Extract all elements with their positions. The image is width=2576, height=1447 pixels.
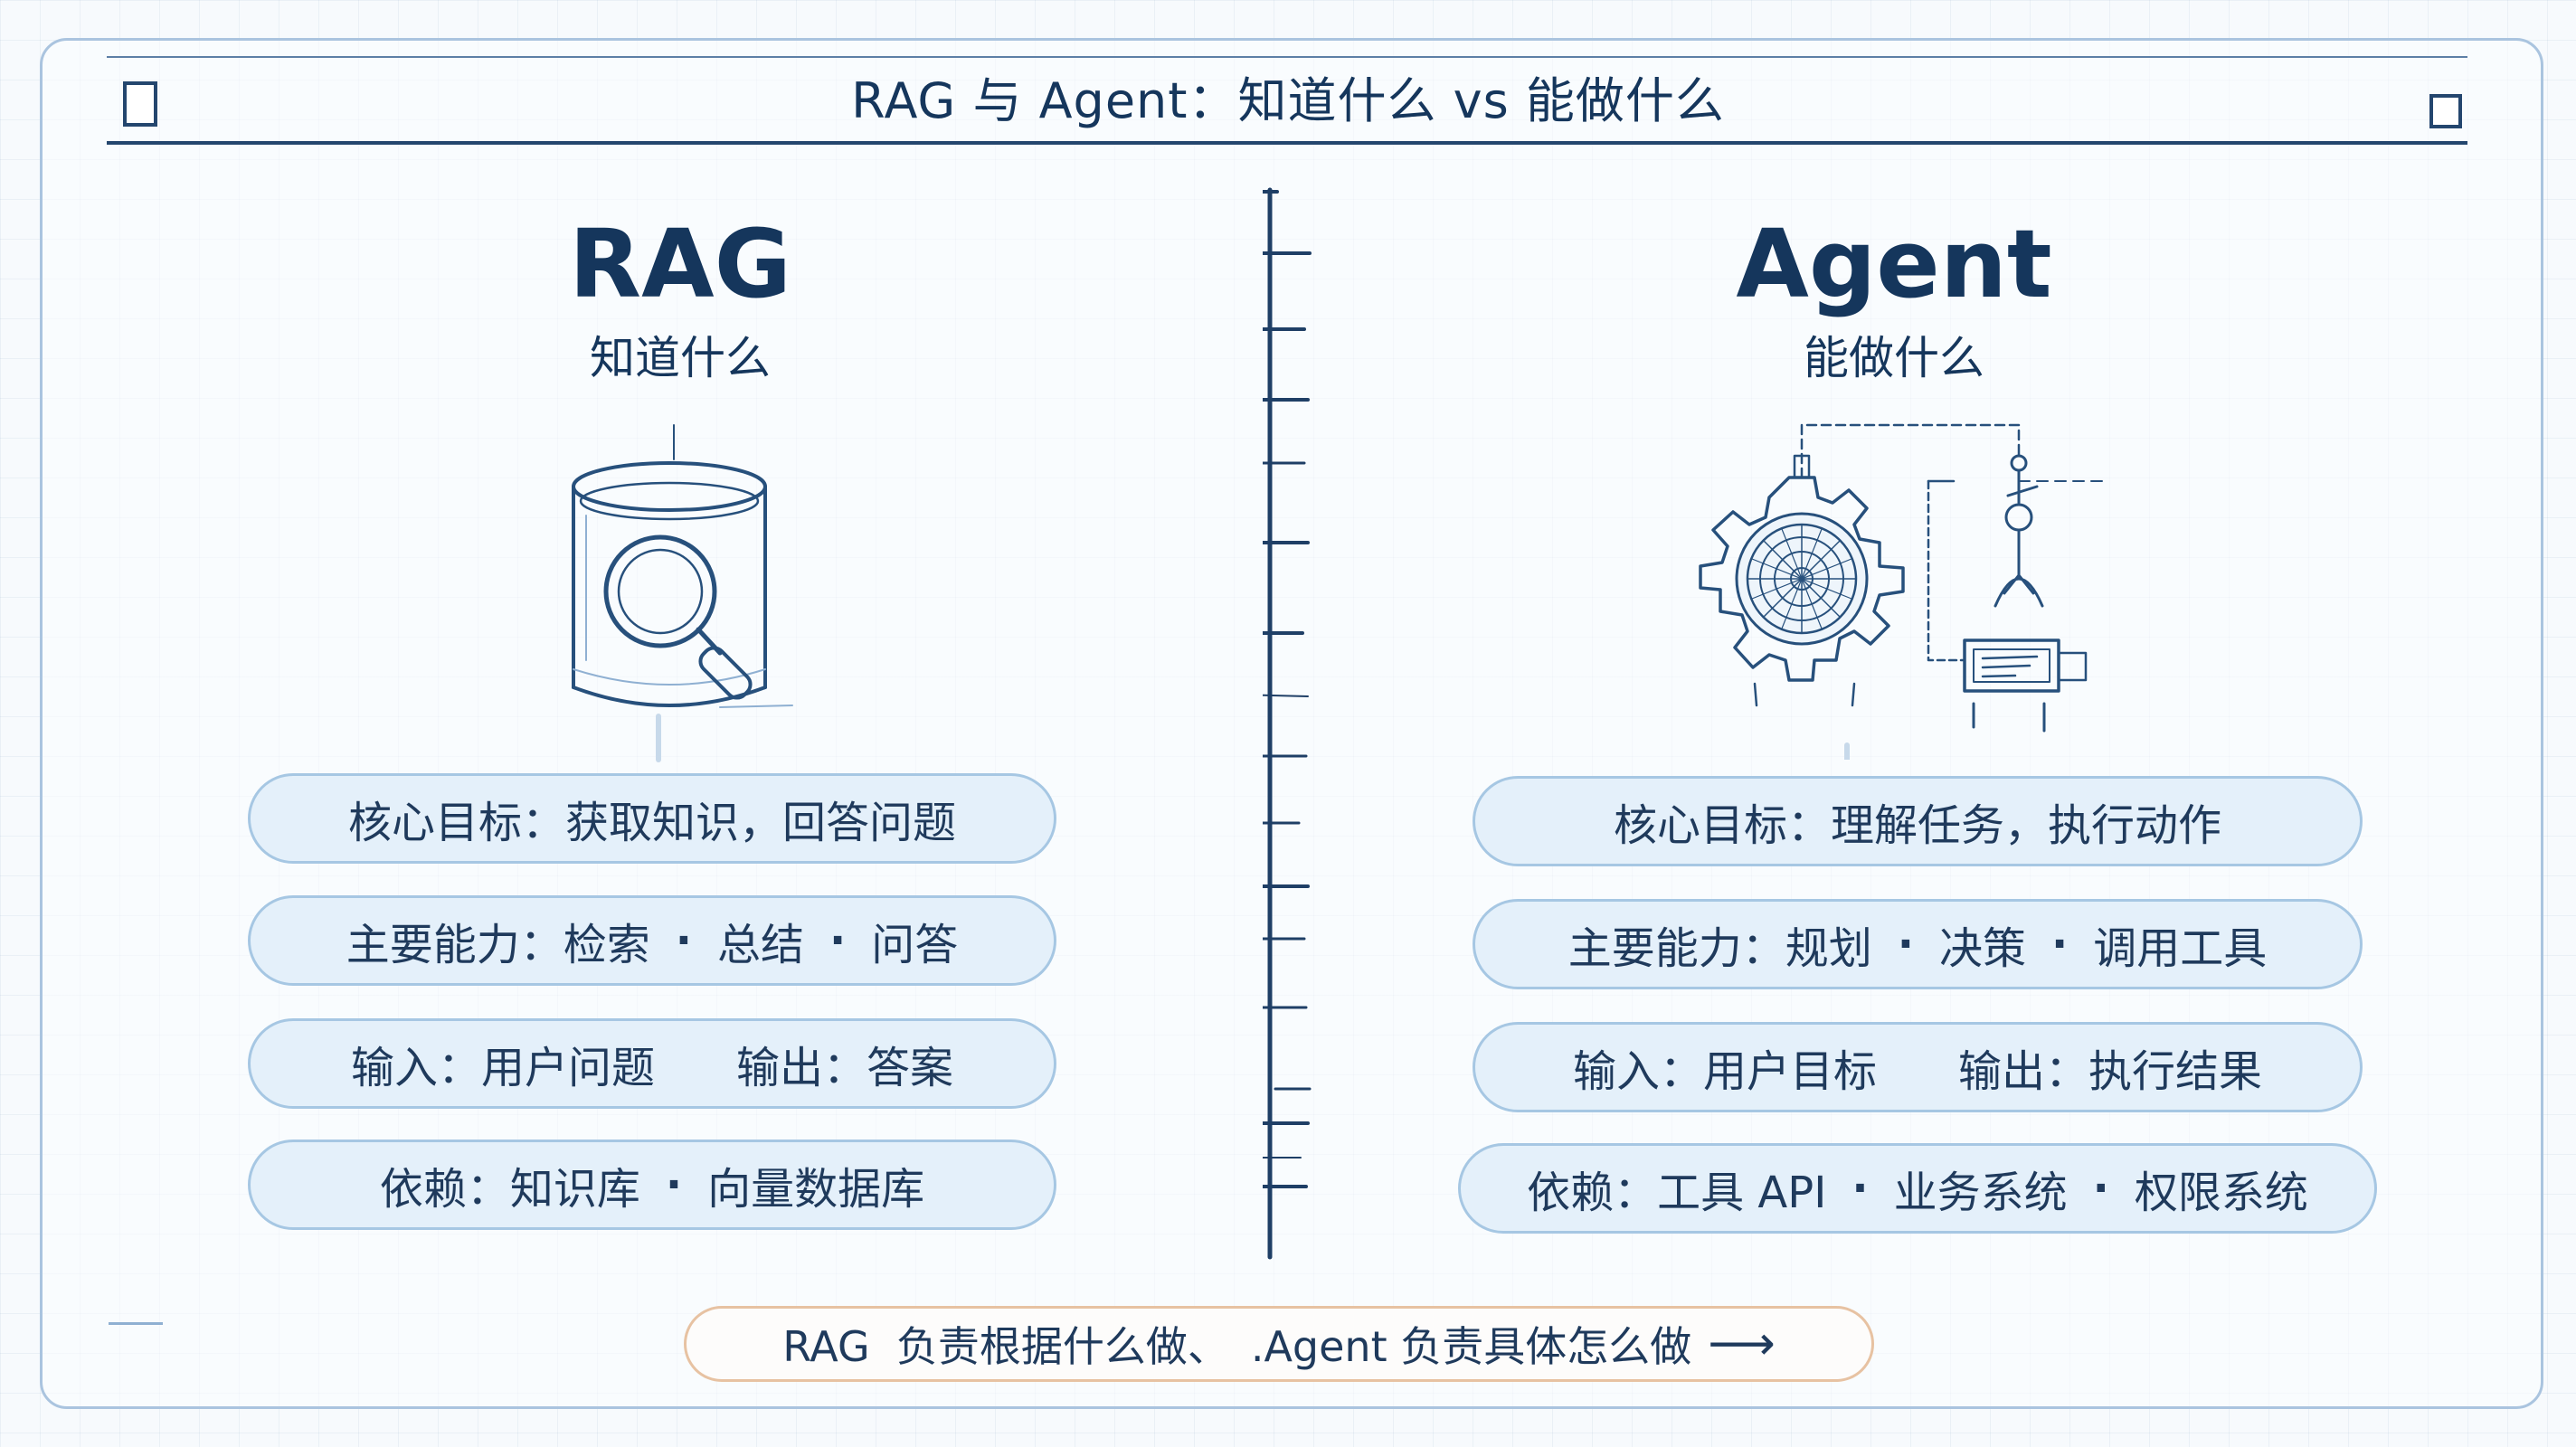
rag-ability-label: 主要能力：: [346, 920, 564, 970]
arrow-right-icon: ⟶: [1708, 1317, 1776, 1371]
agent-input-value: 用户目标: [1702, 1046, 1877, 1097]
rag-dependency-1: 知识库: [509, 1164, 640, 1215]
rag-dependency-label: 依赖：: [379, 1164, 510, 1215]
separator-dot: ·: [665, 1159, 683, 1210]
title-rule-bottom: [107, 141, 2467, 145]
database-search-icon: [572, 424, 793, 762]
gear-robot-arm-icon: [1699, 423, 2108, 760]
rag-goal-label: 核心目标：: [347, 798, 565, 848]
agent-dependency-2: 业务系统: [1893, 1168, 2068, 1218]
rag-goal-pill: 核心目标：获取知识，回答问题: [248, 773, 1056, 864]
separator-dot: ·: [2051, 919, 2069, 969]
agent-ability-label: 主要能力：: [1567, 923, 1785, 974]
rag-ability-1: 检索: [563, 920, 650, 970]
separator-dot: ·: [829, 915, 847, 966]
agent-input-label: 输入：: [1572, 1046, 1703, 1097]
agent-output-value: 执行结果: [2088, 1046, 2263, 1097]
summary-agent-text: .Agent 负责具体怎么做: [1250, 1322, 1692, 1371]
corner-square-right: [2429, 94, 2462, 128]
agent-goal-label: 核心目标：: [1613, 800, 1831, 851]
center-divider-axis: [1263, 187, 1312, 1260]
rag-ability-pill: 主要能力：检索 · 总结 · 问答: [248, 895, 1056, 986]
rag-io-pill: 输入：用户问题 输出：答案: [248, 1018, 1056, 1109]
agent-dependency-3: 权限系统: [2134, 1168, 2308, 1218]
rag-output-value: 答案: [867, 1043, 954, 1093]
rag-ability-3: 问答: [871, 920, 959, 970]
separator-dot: ·: [1852, 1163, 1869, 1214]
summary-pill: RAG 负责根据什么做、 .Agent 负责具体怎么做 ⟶: [684, 1306, 1874, 1382]
agent-goal-pill: 核心目标：理解任务，执行动作: [1473, 776, 2363, 866]
agent-dependency-1: 工具 API: [1657, 1168, 1827, 1218]
rag-heading: RAG: [569, 209, 791, 319]
separator-dot: ·: [675, 915, 692, 966]
agent-ability-2: 决策: [1939, 923, 2027, 974]
agent-dependency-label: 依赖：: [1527, 1168, 1658, 1218]
agent-io-pill: 输入：用户目标 输出：执行结果: [1473, 1022, 2363, 1112]
summary-rag-text: RAG 负责根据什么做、: [782, 1322, 1229, 1371]
agent-ability-1: 规划: [1785, 923, 1872, 974]
rag-output-label: 输出：: [736, 1043, 867, 1093]
separator-dot: ·: [2092, 1163, 2109, 1214]
rag-subheading: 知道什么: [590, 332, 771, 384]
decorative-dash: [109, 1322, 163, 1325]
rag-input-label: 输入：: [350, 1043, 481, 1093]
title-rule-top: [107, 56, 2467, 58]
rag-dependency-2: 向量数据库: [707, 1164, 925, 1215]
rag-dependency-pill: 依赖：知识库 · 向量数据库: [248, 1140, 1056, 1230]
agent-dependency-pill: 依赖：工具 API · 业务系统 · 权限系统: [1458, 1143, 2377, 1234]
agent-output-label: 输出：: [1958, 1046, 2089, 1097]
agent-goal-value: 理解任务，执行动作: [1831, 800, 2222, 851]
agent-ability-3: 调用工具: [2093, 923, 2268, 974]
rag-ability-2: 总结: [717, 920, 805, 970]
agent-heading: Agent: [1736, 209, 2052, 319]
separator-dot: ·: [1897, 919, 1914, 969]
rag-input-value: 用户问题: [480, 1043, 655, 1093]
page-title: RAG 与 Agent：知道什么 vs 能做什么: [851, 72, 1725, 129]
agent-subheading: 能做什么: [1804, 332, 1984, 384]
corner-square-left: [123, 81, 157, 127]
rag-goal-value: 获取知识，回答问题: [565, 798, 957, 848]
agent-ability-pill: 主要能力：规划 · 决策 · 调用工具: [1473, 899, 2363, 989]
